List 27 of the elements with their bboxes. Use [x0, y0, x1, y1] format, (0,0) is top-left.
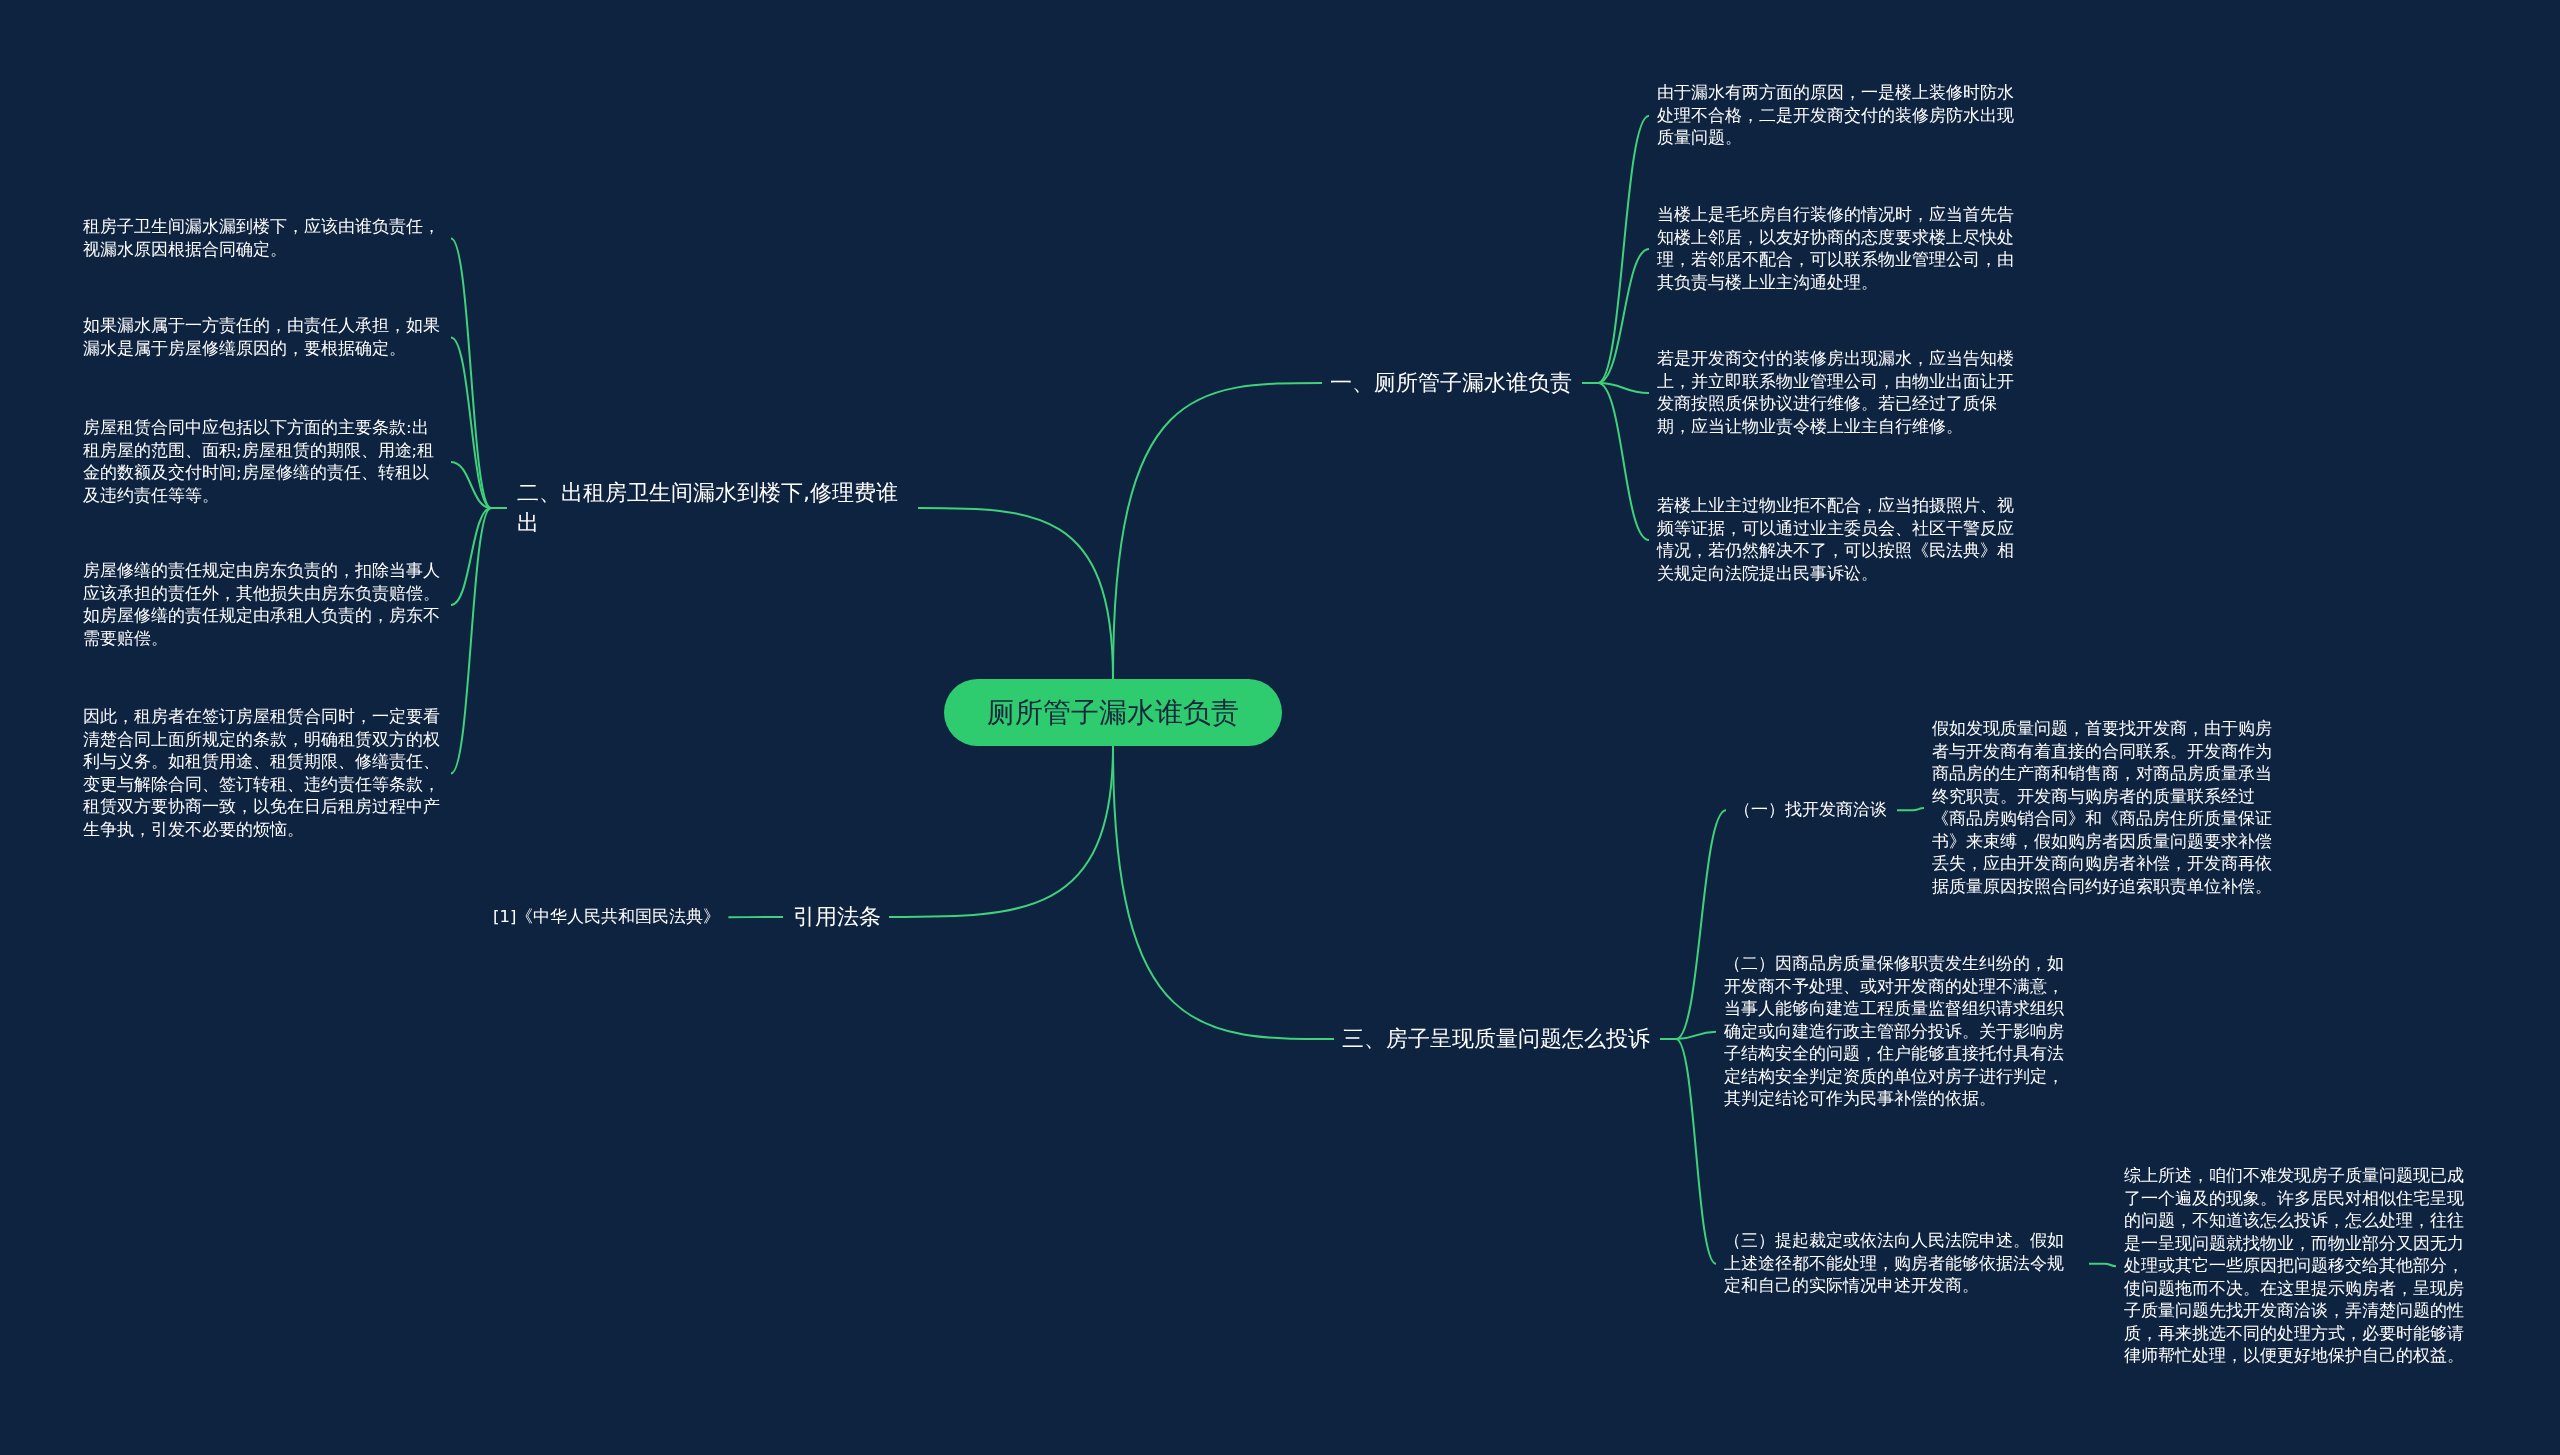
- branch-topic: 一、厕所管子漏水谁负责: [1330, 368, 1572, 398]
- connector-line: [1896, 807, 1925, 812]
- topic-text: 房屋租赁合同中应包括以下方面的主要条款:出租房屋的范围、面积;房屋租赁的期限、用途;租金的数额及交付时间;房屋修缮的责任、转租以及违约责任等等。: [83, 417, 443, 507]
- branch-topic: 二、出租房卫生间漏水到楼下,修理费谁出: [517, 478, 910, 538]
- central-topic: 厕所管子漏水谁负责: [944, 679, 1282, 746]
- connector-line: [727, 916, 784, 919]
- topic-text: 若是开发商交付的装修房出现漏水，应当告知楼上，并立即联系物业管理公司，由物业出面让开发商按照质保协议进行维修。若已经过了质保期，应当让物业责令楼上业主自行维修。: [1657, 348, 2017, 438]
- connector-line: [917, 507, 1114, 680]
- topic-text: （一）找开发商洽谈: [1734, 799, 1887, 822]
- topic-text: 综上所述，咱们不难发现房子质量问题现已成了一个遍及的现象。许多居民对相似住宅呈现的问题，不知道该怎么投诉，怎么处理，往往是一呈现问题就找物业，而物业部分又因无力处理或其它一些原因把问题移交给其他部分，使问题拖而不决。在这里提示购房者，呈现房子质量问题先找开发商洽谈，弄清楚问题的性质，再来挑选不同的处理方式，必要时能够请律师帮忙处理，以便更好地保护自己的权益。: [2124, 1165, 2479, 1368]
- topic-text: 若楼上业主过物业拒不配合，应当拍摄照片、视频等证据，可以通过业主委员会、社区干警反应情况，若仍然解决不了，可以按照《民法典》相关规定向法院提出民事诉讼。: [1657, 495, 2017, 585]
- topic-text: 因此，租房者在签订房屋租赁合同时，一定要看清楚合同上面所规定的条款，明确租赁双方的权利与义务。如租赁用途、租赁期限、修缮责任、变更与解除合同、签订转租、违约责任等条款，租赁双方要协商一致，以免在日后租房过程中产生争执，引发不必要的烦恼。: [83, 706, 443, 841]
- topic-text: 当楼上是毛坯房自行装修的情况时，应当首先告知楼上邻居，以友好协商的态度要求楼上尽快处理，若邻居不配合，可以联系物业管理公司，由其负责与楼上业主沟通处理。: [1657, 204, 2017, 294]
- branch-topic: 三、房子呈现质量问题怎么投诉: [1342, 1024, 1650, 1054]
- topic-text: 如果漏水属于一方责任的，由责任人承担，如果漏水是属于房屋修缮原因的，要根据确定。: [83, 315, 443, 360]
- topic-text: 房屋修缮的责任规定由房东负责的，扣除当事人应该承担的责任外，其他损失由房东负责赔偿。如房屋修缮的责任规定由承租人负责的，房东不需要赔偿。: [83, 560, 443, 650]
- topic-text: 由于漏水有两方面的原因，一是楼上装修时防水处理不合格，二是开发商交付的装修房防水出现质量问题。: [1657, 82, 2017, 150]
- connector-line: [2088, 1262, 2117, 1268]
- connector-line: [1581, 382, 1650, 541]
- branch-topic: 引用法条: [793, 902, 881, 932]
- connector-line: [1659, 1038, 1717, 1265]
- topic-text: [1]《中华人民共和国民法典》: [493, 906, 721, 929]
- topic-text: （二）因商品房质量保修职责发生纠纷的，如开发商不予处理、或对开发商的处理不满意，当事人能够向建造工程质量监督组织请求组织确定或向建造行政主管部分投诉。关于影响房子结构安全的问题，住户能够直接托付具有法定结构安全判定资质的单位对房子进行判定，其判定结论可作为民事补偿的依据。: [1724, 953, 2079, 1111]
- topic-text: 租房子卫生间漏水漏到楼下，应该由谁负责任，视漏水原因根据合同确定。: [83, 216, 443, 261]
- connector-line: [450, 507, 508, 775]
- topic-text: 假如发现质量问题，首要找开发商，由于购房者与开发商有着直接的合同联系。开发商作为商品房的生产商和销售商，对商品房质量承当终究职责。开发商与购房者的质量联系经过《商品房购销合同》和《商品房住所质量保证书》来束缚，假如购房者因质量问题要求补偿丢失，应由开发商向购房者补偿，开发商再依据质量原因按照合同约好追索职责单位补偿。: [1932, 718, 2287, 898]
- topic-text: （三）提起裁定或依法向人民法院申述。假如上述途径都不能处理，购房者能够依据法令规定和自己的实际情况申述开发商。: [1724, 1230, 2079, 1298]
